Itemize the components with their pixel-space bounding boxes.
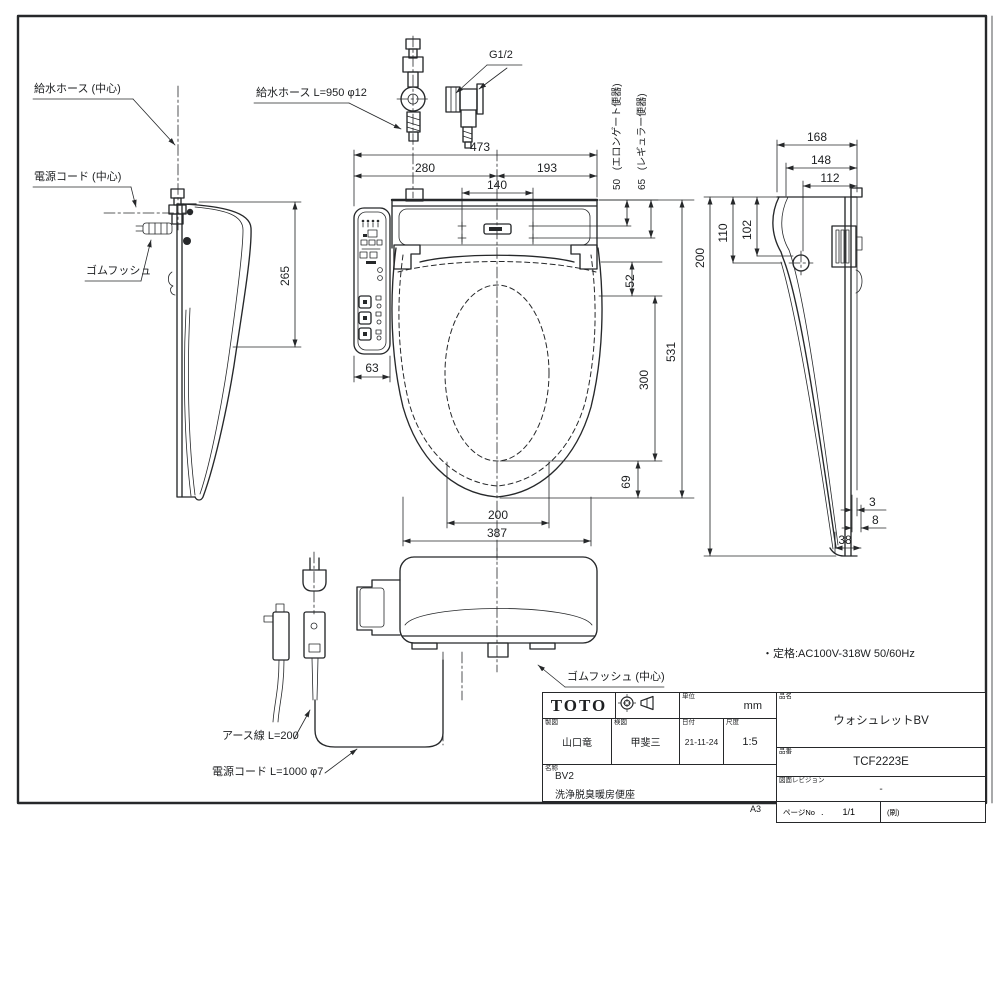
dim-offset-regular: 65 (レギュラー便器) xyxy=(635,93,648,190)
dim-gap-top: 3 xyxy=(869,495,876,509)
revision-value: - xyxy=(879,783,883,795)
dim-overall-width: 473 xyxy=(470,140,490,154)
rubber-bush-detail xyxy=(135,222,173,235)
name-label: 名称 xyxy=(545,765,558,772)
projection-symbol-icon xyxy=(618,694,654,712)
control-panel xyxy=(353,207,391,355)
dim-offset-elongated-value: 50 xyxy=(612,178,623,190)
dim-depth-body: 148 xyxy=(811,153,831,167)
dim-offset-regular-value: 65 xyxy=(637,178,648,190)
brand-cell: TOTO xyxy=(542,692,616,719)
date-value: 21-11-24 xyxy=(684,736,719,747)
dim-seat-width: 387 xyxy=(487,526,507,540)
sheet-frame xyxy=(16,14,993,805)
rating-note: ・定格:AC100V-318W 50/60Hz xyxy=(762,646,915,660)
sheet-format: A3 xyxy=(750,804,762,814)
page-cell: ページNo . 1/1 xyxy=(776,801,881,823)
supply-hose-spec-label: 給水ホース L=950 φ12 xyxy=(256,85,367,99)
unit-cell: 単位 mm xyxy=(679,692,777,719)
front-view: ゴムフッシュ (中心) アース線 L=200 電源コード L=1000 φ7 xyxy=(212,547,665,778)
supply-hose-center-label: 給水ホース (中心) xyxy=(34,81,121,95)
dim-height-lid: 110 xyxy=(716,223,730,242)
product-name: ウォシュレットBV xyxy=(833,715,929,727)
dim-height-overall: 200 xyxy=(693,248,707,268)
earth-wire-label: アース線 L=200 xyxy=(222,728,299,742)
dim-offset-regular-note: (レギュラー便器) xyxy=(635,93,648,170)
name-cell: 名称 BV2 洗浄脱臭暖房便座 xyxy=(542,764,777,802)
date-cell: 日付 21-11-24 xyxy=(679,718,724,765)
part-number: TCF2223E xyxy=(853,756,909,768)
scale-value: 1:5 xyxy=(742,735,758,748)
drafter-label: 製図 xyxy=(545,719,558,726)
bolt-hole-marks xyxy=(457,221,656,243)
product-label: 品名 xyxy=(779,693,792,700)
checker-cell: 検図 甲斐三 xyxy=(611,718,680,765)
page-label: ページNo xyxy=(783,807,815,817)
power-cord-detail xyxy=(303,611,463,748)
power-cord-spec-label: 電源コード L=1000 φ7 xyxy=(212,764,323,778)
dim-depth-overall: 168 xyxy=(807,130,827,144)
earth-wire-detail xyxy=(263,603,290,723)
dim-left-height: 265 xyxy=(278,266,292,286)
revision-label: 図面レビジョン xyxy=(779,777,825,784)
part-number-cell: 品番 TCF2223E xyxy=(776,747,986,777)
unit-label: 単位 xyxy=(682,693,695,700)
series-desc: 洗浄脱臭暖房便座 xyxy=(555,790,635,801)
g-thread-label: G1/2 xyxy=(489,49,513,61)
dim-offset-elongated: 50 (エロンゲート便器) xyxy=(610,83,623,190)
scale-cell: 尺度 1:5 xyxy=(723,718,777,765)
left-side-view: 265 給水ホース (中心) 電源コード (中心) ゴムフッシュ xyxy=(32,81,302,501)
dim-gap-mid: 8 xyxy=(872,513,879,527)
product-cell: 品名 ウォシュレットBV xyxy=(776,692,986,748)
dim-depth-hinge: 112 xyxy=(820,171,839,185)
dim-right-of-center: 193 xyxy=(537,161,557,175)
brand-logo: TOTO xyxy=(550,695,608,715)
page-sep: . xyxy=(820,807,824,817)
dim-hinge-to-seat: 52 xyxy=(623,274,637,288)
print-label: (刷) xyxy=(887,807,900,817)
dim-offset-elongated-note: (エロンゲート便器) xyxy=(610,83,623,170)
dim-front-lip: 69 xyxy=(619,475,633,489)
power-plug-detail xyxy=(302,551,327,615)
drafter-cell: 製図 山口竜 xyxy=(542,718,612,765)
dim-base-depth: 38 xyxy=(838,533,852,547)
drafter-name: 山口竜 xyxy=(562,738,592,749)
revision-cell: 図面レビジョン - xyxy=(776,776,986,802)
angle-fitting-detail xyxy=(445,83,484,149)
part-number-label: 品番 xyxy=(779,748,792,755)
print-cell: (刷) xyxy=(880,801,986,823)
rubber-bush-label: ゴムフッシュ xyxy=(86,263,151,277)
series-code: BV2 xyxy=(555,771,574,782)
projection-cell xyxy=(615,692,680,719)
date-label: 日付 xyxy=(682,719,695,726)
dim-height-hinge: 102 xyxy=(740,220,754,240)
supply-valve-detail: G1/2 給水ホース L=950 φ12 xyxy=(253,35,523,199)
power-cord-center-label: 電源コード (中心) xyxy=(34,169,121,183)
page-value: 1/1 xyxy=(842,807,855,817)
right-side-view: 168 148 112 200 110 102 3 8 38 xyxy=(693,130,887,557)
dim-overall-length: 531 xyxy=(664,342,678,362)
control-panel-icons xyxy=(358,219,383,341)
scale-label: 尺度 xyxy=(726,719,739,726)
dim-bolt-pitch: 140 xyxy=(487,178,507,192)
dim-opening-width: 200 xyxy=(488,508,508,522)
checker-name: 甲斐三 xyxy=(630,738,661,749)
plan-view: 473 280 193 140 50 (エロンゲート便器) 65 (レギュラー便… xyxy=(353,83,695,561)
unit-value: mm xyxy=(743,699,762,712)
dim-opening-length: 300 xyxy=(637,370,651,390)
dim-left-of-center: 280 xyxy=(415,161,435,175)
checker-label: 検図 xyxy=(614,719,627,726)
rubber-bush-center-label: ゴムフッシュ (中心) xyxy=(567,669,665,683)
dim-panel-width: 63 xyxy=(365,361,379,375)
